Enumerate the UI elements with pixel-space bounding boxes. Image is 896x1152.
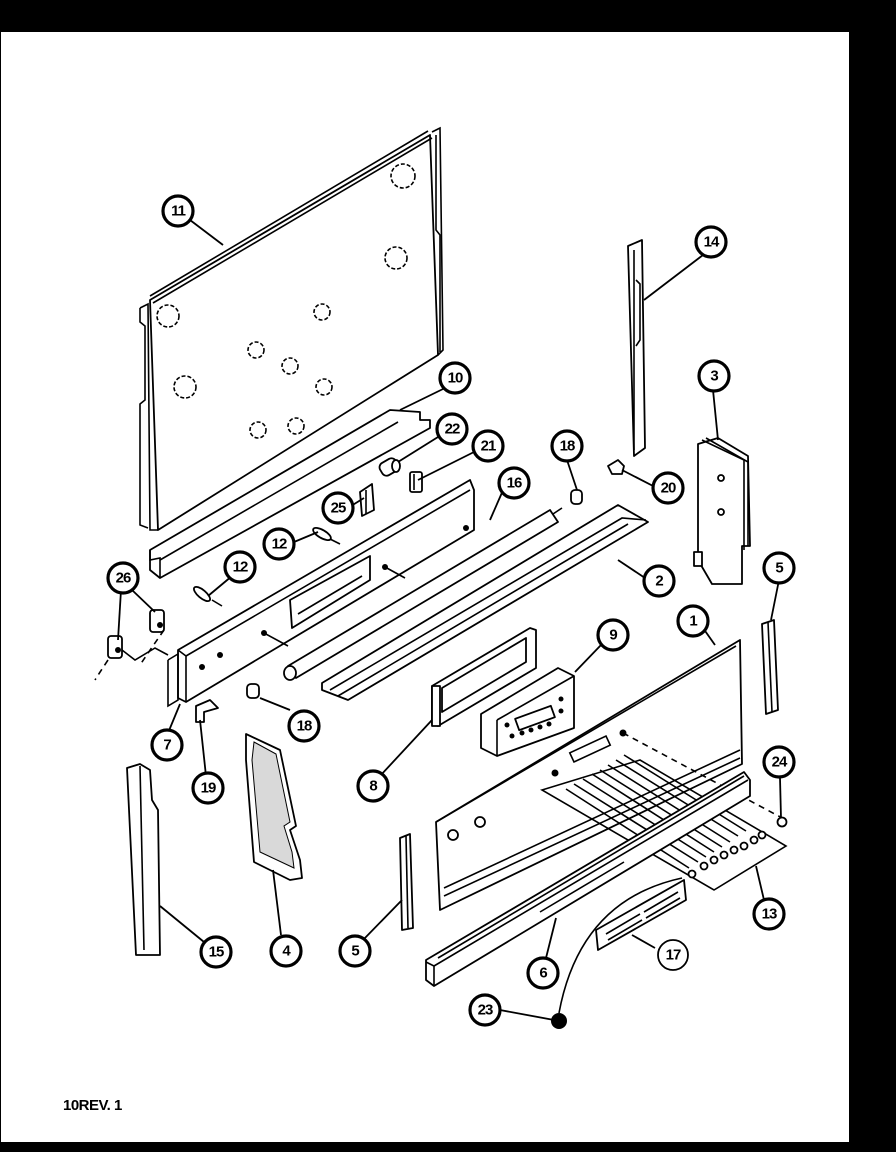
svg-text:22: 22 — [445, 421, 460, 438]
callout-25: 25 — [321, 491, 355, 525]
callout-11: 11 — [161, 194, 195, 228]
callout-16: 16 — [497, 466, 531, 500]
part-22-spacer — [378, 457, 401, 477]
callout-22: 22 — [435, 412, 469, 446]
part-25-bracket — [359, 483, 375, 517]
svg-text:5: 5 — [351, 943, 359, 960]
part-20-clip — [607, 459, 625, 475]
part-26-wire-clips — [94, 609, 169, 681]
part-8-display-frame — [431, 627, 537, 727]
part-16-rod — [283, 507, 563, 681]
part-5-strip-right — [761, 619, 779, 715]
callout-12-lower: 12 — [223, 550, 257, 584]
svg-text:1: 1 — [689, 613, 697, 630]
part-10-bracket — [149, 409, 431, 579]
part-3-side-bracket — [693, 437, 751, 585]
callout-13: 13 — [752, 897, 786, 931]
part-18-clip-upper — [570, 489, 583, 505]
part-12-screws — [193, 527, 341, 607]
part-15-left-strip — [126, 763, 161, 956]
leader-lines — [117, 219, 782, 1021]
part-11-back-panel — [139, 126, 444, 531]
callout-1: 1 — [676, 604, 710, 638]
part-24-nut — [776, 816, 788, 828]
svg-text:8: 8 — [369, 778, 377, 795]
callout-19: 19 — [191, 771, 225, 805]
callout-26: 26 — [106, 561, 140, 595]
part-23-knob — [551, 877, 683, 1029]
part-6-lower-trim — [425, 771, 751, 987]
svg-text:17: 17 — [666, 947, 681, 964]
callout-14: 14 — [694, 225, 728, 259]
part-14-side-strip — [627, 239, 646, 457]
switch-knobs — [687, 830, 767, 879]
callout-2: 2 — [642, 564, 676, 598]
svg-text:11: 11 — [171, 203, 186, 220]
part-5-strip-left — [399, 833, 414, 931]
switch-stems — [565, 732, 787, 869]
part-2-channel — [321, 504, 649, 701]
part-4-insulated-panel — [245, 733, 303, 881]
svg-text:20: 20 — [661, 480, 676, 497]
callout-7: 7 — [150, 728, 184, 762]
callout-3: 3 — [697, 359, 731, 393]
svg-text:18: 18 — [297, 718, 312, 735]
svg-text:9: 9 — [609, 627, 617, 644]
svg-text:15: 15 — [209, 944, 224, 961]
svg-text:25: 25 — [331, 500, 346, 517]
callout-12-upper: 12 — [262, 527, 296, 561]
svg-text:4: 4 — [282, 943, 291, 960]
callout-15: 15 — [199, 935, 233, 969]
svg-text:10: 10 — [448, 370, 463, 387]
callout-23: 23 — [468, 993, 502, 1027]
svg-text:18: 18 — [560, 438, 575, 455]
part-19-bracket — [195, 699, 219, 723]
svg-text:13: 13 — [762, 906, 777, 923]
callout-5-left: 5 — [338, 934, 372, 968]
part-21-clip — [409, 471, 423, 493]
part-17-vent-plate — [595, 879, 687, 951]
part-13-switch-set — [540, 732, 788, 891]
part-9-timer-module — [480, 667, 575, 757]
callout-9: 9 — [596, 618, 630, 652]
svg-text:24: 24 — [772, 754, 788, 771]
svg-text:14: 14 — [704, 234, 720, 251]
callout-18-lower: 18 — [287, 709, 321, 743]
callout-5-right: 5 — [762, 551, 796, 585]
svg-text:26: 26 — [116, 570, 131, 587]
callout-20: 20 — [651, 471, 685, 505]
callout-4: 4 — [269, 934, 303, 968]
callout-24: 24 — [762, 745, 796, 779]
svg-text:21: 21 — [481, 438, 496, 455]
svg-text:2: 2 — [655, 573, 663, 590]
part-18-clip-lower — [246, 683, 260, 699]
callout-17: 17 — [657, 939, 689, 971]
svg-text:12: 12 — [272, 536, 287, 553]
svg-text:12: 12 — [233, 559, 248, 576]
svg-text:3: 3 — [710, 368, 718, 385]
callout-8: 8 — [356, 769, 390, 803]
svg-text:23: 23 — [478, 1002, 493, 1019]
svg-text:6: 6 — [539, 965, 547, 982]
svg-text:7: 7 — [163, 737, 171, 754]
svg-text:19: 19 — [201, 780, 216, 797]
svg-text:5: 5 — [775, 560, 783, 577]
svg-text:16: 16 — [507, 475, 522, 492]
revision-label: 10REV. 1 — [63, 1097, 122, 1114]
callout-10: 10 — [438, 361, 472, 395]
callout-21: 21 — [471, 429, 505, 463]
callout-6: 6 — [526, 956, 560, 990]
callout-18-upper: 18 — [550, 429, 584, 463]
part-7-control-bracket — [167, 479, 475, 708]
